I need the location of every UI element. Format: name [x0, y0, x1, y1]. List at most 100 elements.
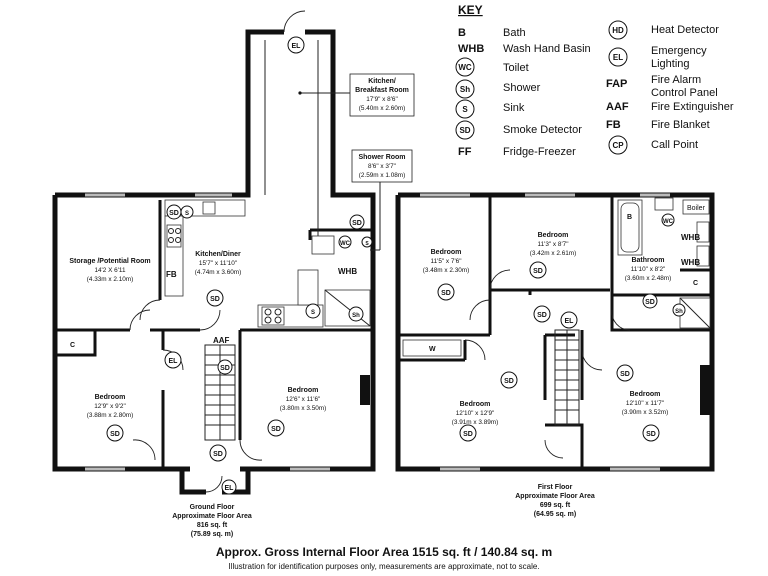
- svg-text:SD: SD: [110, 431, 120, 438]
- key-label: Toilet: [503, 62, 529, 74]
- room-name-line2: Breakfast Room: [355, 87, 409, 94]
- room-dim-metric: (3.88m x 2.80m): [87, 412, 134, 419]
- room-name: Bathroom: [631, 257, 664, 264]
- svg-text:SD: SD: [213, 451, 223, 458]
- gf-cupboard-label: C: [70, 342, 75, 349]
- room-dim-metric: (2.59m x 1.08m): [359, 172, 406, 179]
- smoke-detector-icon: SD: [267, 419, 285, 437]
- smoke-detector-icon: SD: [209, 444, 227, 462]
- ff-whb-label-1: WHB: [681, 233, 700, 242]
- smoke-detector-icon: SD: [642, 424, 660, 442]
- room-dim-metric: (5.40m x 2.60m): [359, 105, 406, 112]
- svg-text:EL: EL: [613, 53, 623, 62]
- room-label-kitchen-diner: Kitchen/Diner 15'7" x 11'10" (4.74m x 3.…: [195, 251, 242, 276]
- key-label-line2: Control Panel: [651, 87, 718, 99]
- key-code: FF: [458, 146, 472, 158]
- key-code: FB: [606, 119, 621, 131]
- key-item-toilet: WC Toilet: [455, 57, 529, 77]
- key-code: FAP: [606, 78, 627, 90]
- smoke-detector-icon: SD: [217, 359, 233, 375]
- call-point-icon: CP: [608, 135, 628, 155]
- svg-text:Ground Floor: Ground Floor: [190, 504, 235, 511]
- svg-text:Approximate Floor Area: Approximate Floor Area: [515, 493, 595, 500]
- room-name: Kitchen/Diner: [195, 251, 241, 258]
- room-label-ff-bedroom-4: Bedroom 12'10" x 11'7" (3.90m x 3.52m): [622, 391, 669, 416]
- room-dim-metric: (3.91m x 3.89m): [452, 419, 499, 426]
- shower-icon: Sh: [672, 303, 686, 317]
- svg-text:(75.89 sq. m): (75.89 sq. m): [191, 531, 233, 538]
- room-name: Bedroom: [538, 232, 569, 239]
- room-dim-imperial: 14'2 X 6'11: [94, 267, 126, 274]
- room-dim-metric: (4.33m x 2.10m): [87, 276, 134, 283]
- smoke-detector-icon: SD: [533, 305, 551, 323]
- room-label-bathroom: Bathroom 11'10" x 8'2" (3.60m x 2.48m): [625, 257, 672, 282]
- room-label-gf-bedroom-left: Bedroom 12'9" x 9'2" (3.88m x 2.80m): [87, 394, 134, 419]
- room-label-ff-bedroom-1: Bedroom 11'5" x 7'6" (3.48m x 2.30m): [423, 249, 470, 274]
- room-label-storage: Storage /Potential Room 14'2 X 6'11 (4.3…: [69, 258, 150, 283]
- bath-label: B: [627, 214, 632, 221]
- room-dim-metric: (3.42m x 2.61m): [530, 250, 577, 257]
- smoke-detector-icon: SD: [166, 204, 182, 220]
- shower-icon: Sh: [455, 79, 475, 99]
- sink-icon: S: [455, 99, 475, 119]
- symbols-layer: EL SD SD SD SD EL SD SD EL SD SD SD WC S…: [106, 36, 686, 495]
- key-item-heat-detector: HD Heat Detector: [608, 20, 719, 40]
- room-dim-imperial: 17'9" x 8'6": [366, 96, 398, 103]
- key-legend: KEY B Bath WHB Wash Hand Basin WC Toilet…: [455, 3, 734, 158]
- svg-text:Sh: Sh: [675, 309, 683, 315]
- svg-text:Sh: Sh: [352, 313, 360, 319]
- svg-text:SD: SD: [220, 365, 230, 372]
- room-dim-imperial: 12'6" x 11'6": [286, 396, 321, 403]
- smoke-detector-icon: SD: [349, 214, 365, 230]
- heat-detector-icon: HD: [608, 20, 628, 40]
- fire-extinguisher-label: AAF: [213, 336, 230, 345]
- room-label-shower-room: Shower Room 8'6" x 3'7" (2.59m x 1.08m): [351, 149, 413, 183]
- key-label: Fire Blanket: [651, 119, 710, 131]
- shower-icon: Sh: [348, 306, 364, 322]
- svg-text:S: S: [462, 105, 468, 114]
- key-item-shower: Sh Shower: [455, 79, 541, 99]
- svg-text:SD: SD: [533, 268, 543, 275]
- key-label: Call Point: [651, 139, 698, 151]
- key-item-whb: WHB Wash Hand Basin: [458, 43, 591, 55]
- key-item-fire-blanket: FB Fire Blanket: [606, 119, 710, 131]
- svg-text:816 sq. ft: 816 sq. ft: [197, 522, 228, 529]
- room-name: Bedroom: [288, 387, 319, 394]
- room-dim-imperial: 12'9" x 9'2": [94, 403, 126, 410]
- sink-icon: S: [361, 236, 373, 248]
- key-item-sink: S Sink: [455, 99, 525, 119]
- sink-icon: S: [180, 205, 194, 219]
- key-label: Fire Alarm: [651, 74, 701, 86]
- svg-text:SD: SD: [537, 312, 547, 319]
- key-item-fridge-freezer: FF Fridge-Freezer: [458, 146, 576, 158]
- svg-text:SD: SD: [210, 296, 220, 303]
- emergency-light-icon: EL: [287, 36, 305, 54]
- ff-whb-label-2: WHB: [681, 258, 700, 267]
- room-dim-metric: (3.48m x 2.30m): [423, 267, 470, 274]
- key-code: AAF: [606, 101, 629, 113]
- room-dim-imperial: 11'10" x 8'2": [631, 266, 666, 273]
- smoke-detector-icon: SD: [529, 261, 547, 279]
- room-label-kitchen-breakfast: Kitchen/ Breakfast Room 17'9" x 8'6" (5.…: [349, 73, 415, 117]
- room-label-gf-bedroom-right: Bedroom 12'6" x 11'6" (3.80m x 3.50m): [280, 387, 327, 412]
- svg-text:CP: CP: [612, 141, 624, 150]
- key-code: WHB: [458, 43, 484, 55]
- room-dim-imperial: 11'3" x 8'7": [537, 241, 568, 248]
- key-label: Fridge-Freezer: [503, 146, 576, 158]
- key-item-smoke-detector: SD Smoke Detector: [455, 120, 582, 140]
- toilet-icon: WC: [661, 213, 675, 227]
- ground-floor-plan: [52, 10, 381, 495]
- key-item-bath: B Bath: [458, 27, 526, 39]
- room-dim-imperial: 12'10" x 11'7": [626, 400, 664, 407]
- disclaimer: Illustration for identification purposes…: [228, 562, 539, 571]
- smoke-detector-icon: SD: [642, 293, 658, 309]
- smoke-detector-icon: SD: [459, 424, 477, 442]
- svg-text:EL: EL: [169, 358, 179, 365]
- key-label: Wash Hand Basin: [503, 43, 591, 55]
- gf-whb-label: WHB: [338, 267, 357, 276]
- room-name: Bedroom: [630, 391, 661, 398]
- key-item-emergency-lighting: EL Emergency Lighting: [608, 45, 707, 70]
- svg-text:First Floor: First Floor: [538, 484, 573, 491]
- key-label: Heat Detector: [651, 24, 719, 36]
